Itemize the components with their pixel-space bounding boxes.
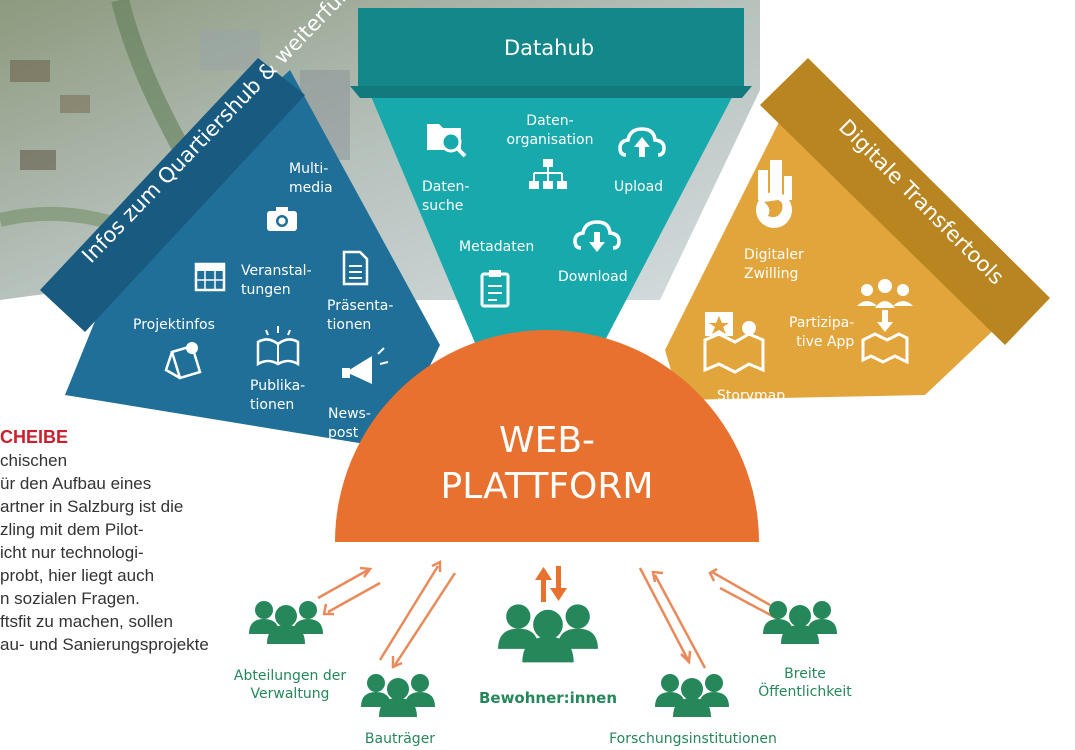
hierarchy-icon [529, 159, 567, 189]
camera-icon [267, 207, 297, 231]
left-tab [40, 58, 305, 332]
stakeholder-oeffentlichkeit-icon [763, 601, 837, 644]
cloud-upload-icon [618, 127, 666, 157]
city-globe-icon [756, 160, 792, 228]
center-double-arrow [535, 566, 567, 602]
label-datensuche: Daten- suche [422, 179, 470, 214]
web-platform-title: WEB- PLATTFORM [440, 420, 654, 507]
connector-arrows [317, 559, 781, 669]
stakeholder-verwaltung-icon [249, 601, 323, 644]
label-datenorganisation: Daten- organisation [506, 113, 594, 148]
participation-map-icon [857, 279, 913, 365]
label-download: Download [558, 269, 628, 285]
article-line: icht nur technologi- [0, 543, 144, 562]
label-digitaler-zwilling: Digitaler Zwilling [744, 247, 804, 282]
article-line: probt, hier liegt auch [0, 566, 155, 585]
center-tab [350, 8, 752, 98]
label-metadaten: Metadaten [459, 239, 535, 255]
article-line: artner in Salzburg ist die [0, 497, 184, 516]
article-line: ftsfit zu machen, sollen [0, 612, 173, 631]
article-fragment: CHEIBE chischen ür den Aufbau eines artner… [0, 425, 250, 656]
label-multimedia: Multi- media [289, 161, 333, 196]
storymap-icon [703, 312, 765, 374]
stakeholder-bewohner-label: Bewohner:innen [478, 689, 618, 707]
label-praesentationen: Präsenta- tionen [327, 298, 394, 333]
label-storymap: Storymap [717, 388, 786, 404]
right-tab [760, 58, 1050, 345]
label-partizipative-app: Partizipa- tive App [789, 315, 855, 350]
stakeholder-forschung-icon [655, 674, 729, 717]
article-line: au- und Sanierungsprojekte [0, 635, 209, 654]
article-line: chischen [0, 451, 68, 470]
open-book-icon [256, 326, 300, 367]
stakeholder-bewohner-icon [498, 604, 598, 663]
tab-datahub: Datahub [504, 36, 595, 60]
label-publikationen: Publika- tionen [250, 378, 306, 413]
folder-search-icon [427, 124, 467, 158]
web-platform-hub [335, 330, 759, 542]
stakeholder-forschung-label: Forschungsinstitutionen [609, 731, 777, 747]
left-segment [65, 70, 440, 448]
stakeholder-bautraeger-icon [361, 674, 435, 717]
pinned-notes-icon [164, 342, 202, 380]
stakeholder-verwaltung-label: Abteilungen der Verwaltung [233, 668, 347, 702]
article-line: zling mit dem Pilot- [0, 520, 144, 539]
stakeholder-oeffentlichkeit-label: Breite Öffentlichkeit [758, 666, 852, 700]
article-line: ür den Aufbau eines [0, 474, 152, 493]
article-line: n sozialen Fragen. [0, 589, 140, 608]
clipboard-icon [480, 270, 510, 308]
cloud-download-icon [573, 220, 621, 252]
megaphone-icon [342, 347, 389, 384]
label-newspost: News- post [328, 406, 371, 441]
stakeholder-bautraeger-label: Bauträger [364, 731, 436, 747]
label-veranstaltungen: Veranstal- tungen [241, 263, 312, 298]
calendar-icon [194, 262, 226, 292]
document-icon [342, 250, 369, 286]
article-heading: CHEIBE [0, 427, 69, 447]
label-upload: Upload [614, 179, 664, 195]
label-projektinfos: Projektinfos [133, 317, 215, 333]
